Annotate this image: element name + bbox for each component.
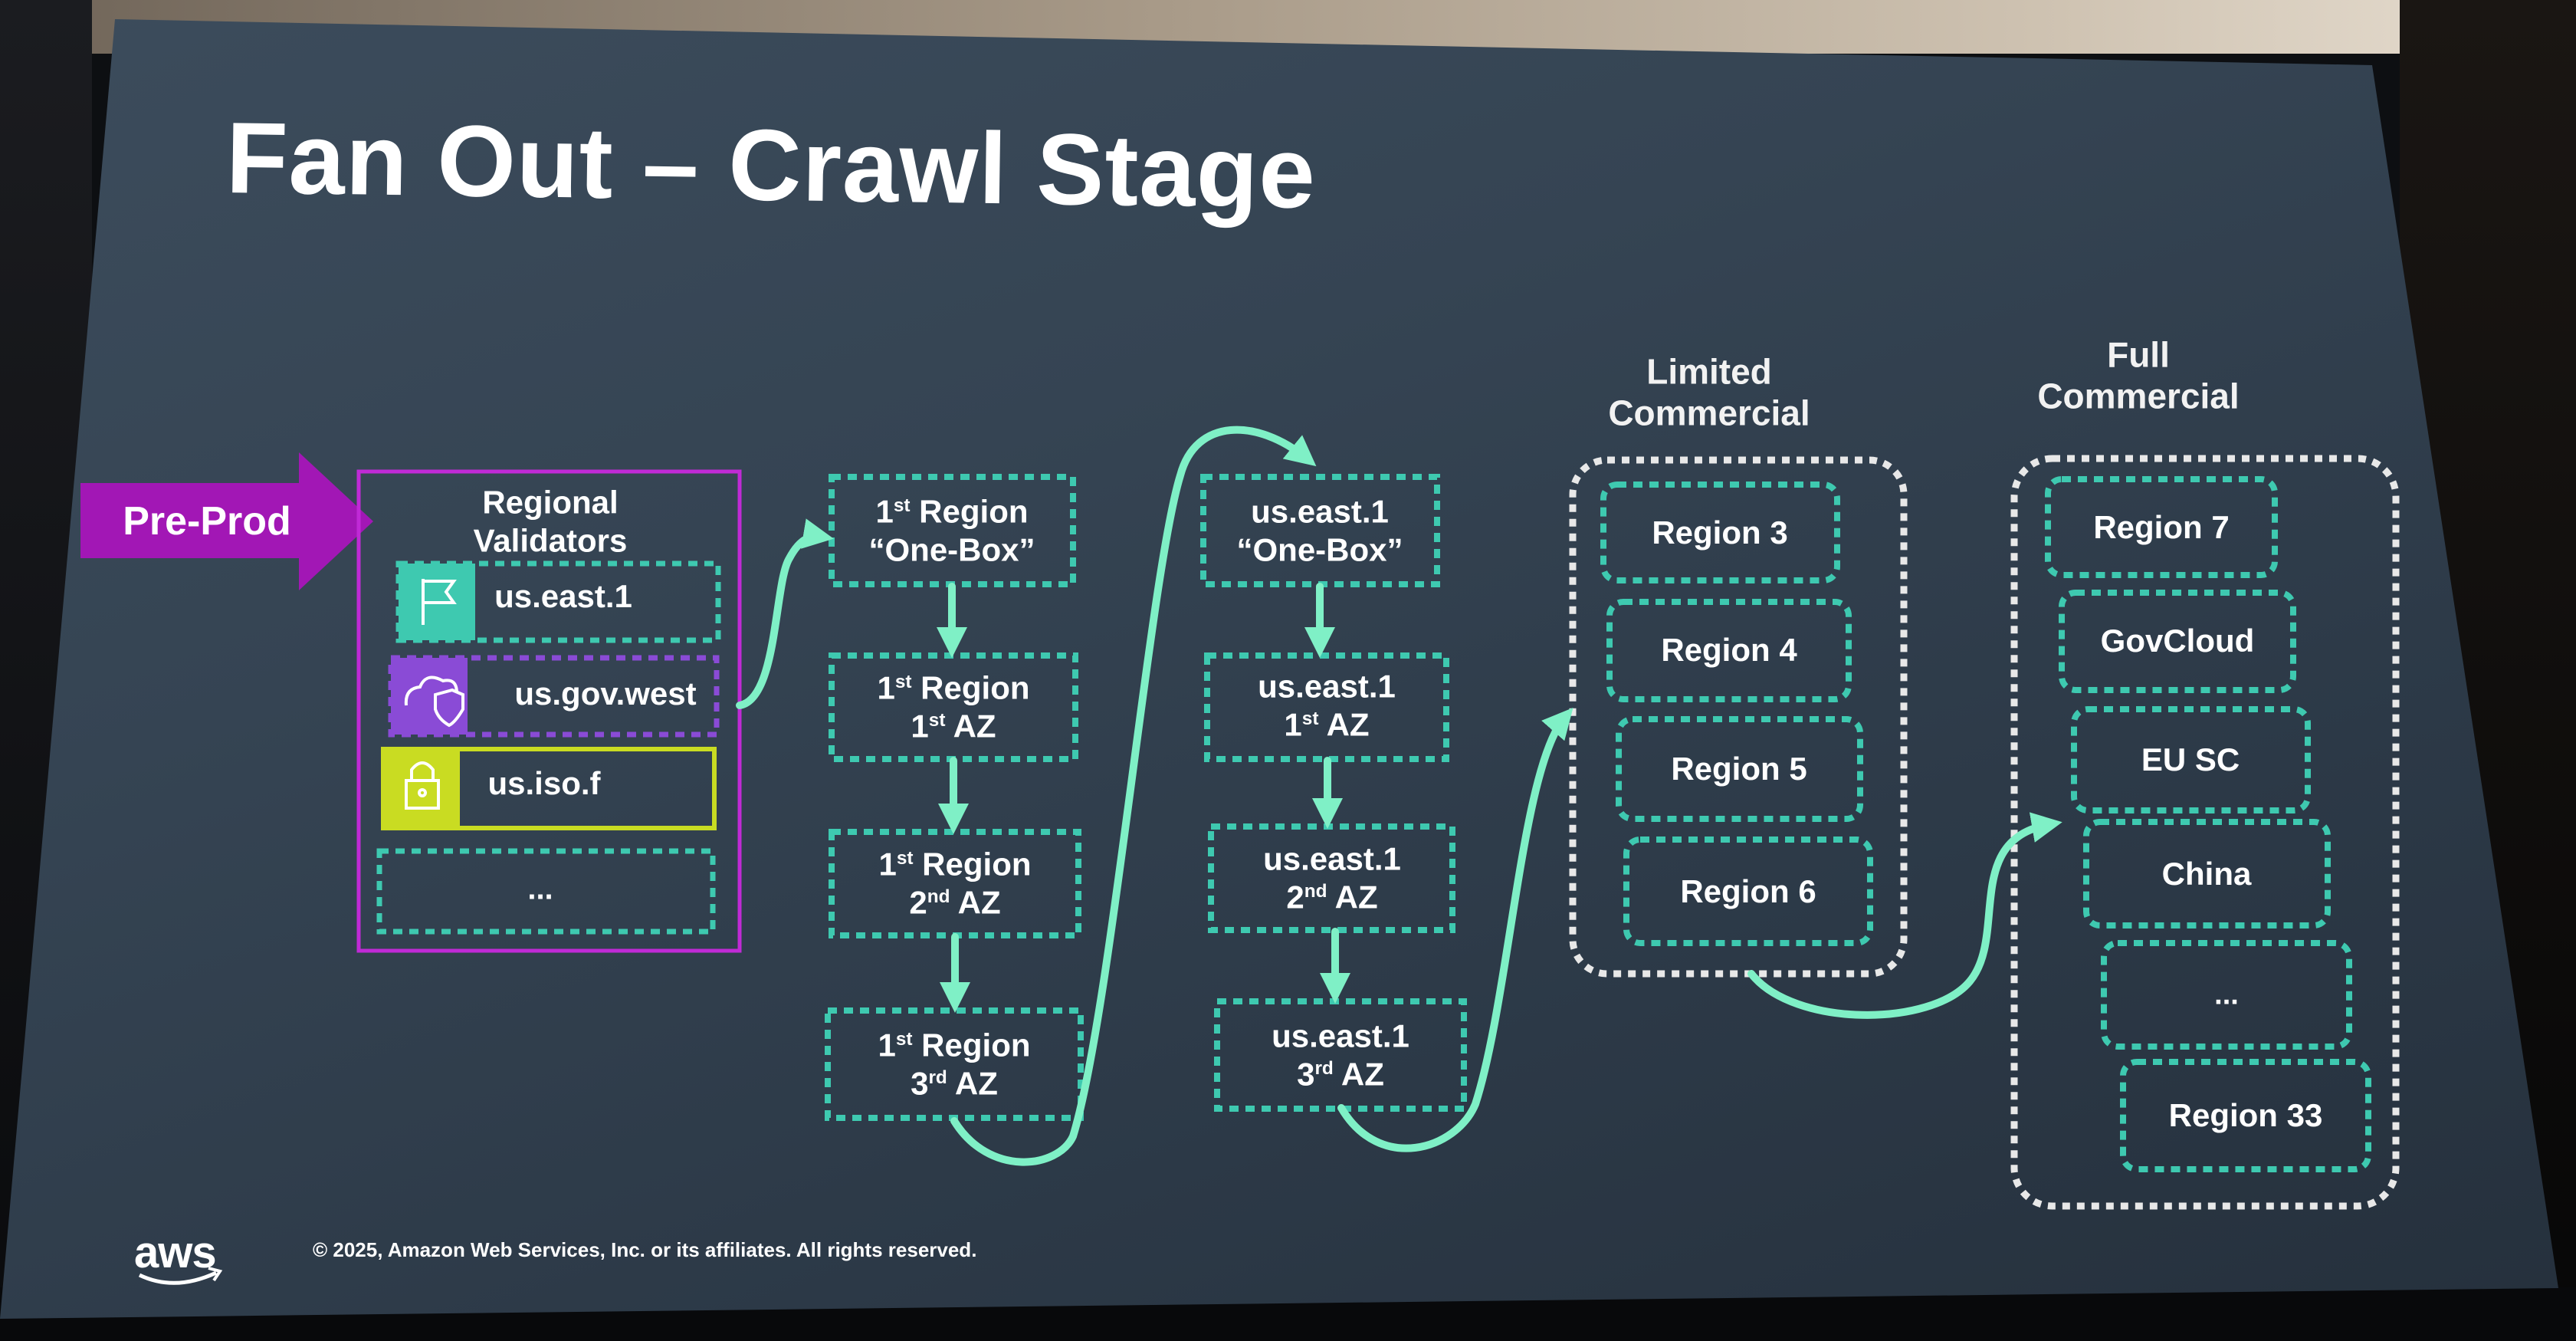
us-east-az2-label: us.east.1 2nd AZ: [1263, 840, 1401, 915]
regional-validators-heading-text: Regional Validators: [473, 484, 628, 558]
full-region-boxes: [2045, 476, 2371, 1172]
first-region-az3-label: 1st Region 3rd AZ: [878, 1027, 1031, 1101]
limited-region-label-4: Region 6: [1680, 873, 1816, 910]
limited-region-boxes: [1600, 482, 1873, 946]
full-region-label-4: China: [2161, 856, 2252, 892]
full-commercial-heading: Full Commercial: [2037, 334, 2240, 416]
full-region-label-2: GovCloud: [2100, 623, 2255, 659]
aws-smile: [138, 1270, 218, 1285]
full-region-label-3: EU SC: [2141, 741, 2240, 778]
full-region-label-5: ...: [2214, 978, 2239, 1011]
limited-commercial-heading: Limited Commercial: [1608, 351, 1810, 433]
validator-label-us-iso-f: us.iso.f: [487, 765, 601, 802]
limited-region-label-1: Region 3: [1652, 514, 1788, 551]
limited-region-label-2: Region 4: [1661, 632, 1797, 669]
slide-title: Fan Out – Crawl Stage: [225, 101, 1317, 229]
full-region-label-1: Region 7: [2093, 509, 2230, 546]
us-east-boxes: [1200, 474, 1467, 1112]
validator-row-us-gov-west: [388, 655, 720, 738]
validator-label-us-east-1: us.east.1: [494, 578, 632, 615]
first-region-one-box-label: 1st Region “One-Box”: [868, 493, 1035, 567]
validator-row-us-iso-f: [381, 747, 717, 830]
pre-prod-label: Pre-Prod: [123, 499, 291, 544]
validator-label-us-gov-west: us.gov.west: [514, 675, 697, 712]
full-region-label-6: Region 33: [2168, 1097, 2323, 1134]
limited-commercial-container: [1569, 456, 1908, 978]
validator-label-more: ...: [527, 872, 553, 906]
copyright-notice: © 2025, Amazon Web Services, Inc. or its…: [313, 1238, 977, 1261]
us-east-az3-label: us.east.1 3rd AZ: [1272, 1017, 1409, 1092]
first-region-az2-label: 1st Region 2nd AZ: [878, 846, 1032, 920]
aws-logo: aws: [134, 1228, 217, 1277]
pre-prod-arrow: [80, 452, 373, 590]
validator-row-us-east-1: [395, 560, 721, 643]
lock-icon: [405, 761, 440, 810]
flag-icon: [422, 579, 457, 625]
us-east-az1-label: us.east.1 1st AZ: [1258, 668, 1396, 742]
regional-validators-heading: Regional Validators: [454, 483, 646, 559]
validator-row-more: [376, 848, 716, 935]
us-east-one-box-label: us.east.1 “One-Box”: [1236, 493, 1403, 567]
regional-validators-box: [356, 469, 742, 953]
first-region-az1-label: 1st Region 1st AZ: [877, 669, 1030, 744]
cloud-shield-icon: [404, 675, 464, 728]
flow-arrows: [736, 426, 2062, 1166]
full-commercial-container: [2010, 455, 2400, 1210]
limited-region-label-3: Region 5: [1671, 751, 1807, 787]
